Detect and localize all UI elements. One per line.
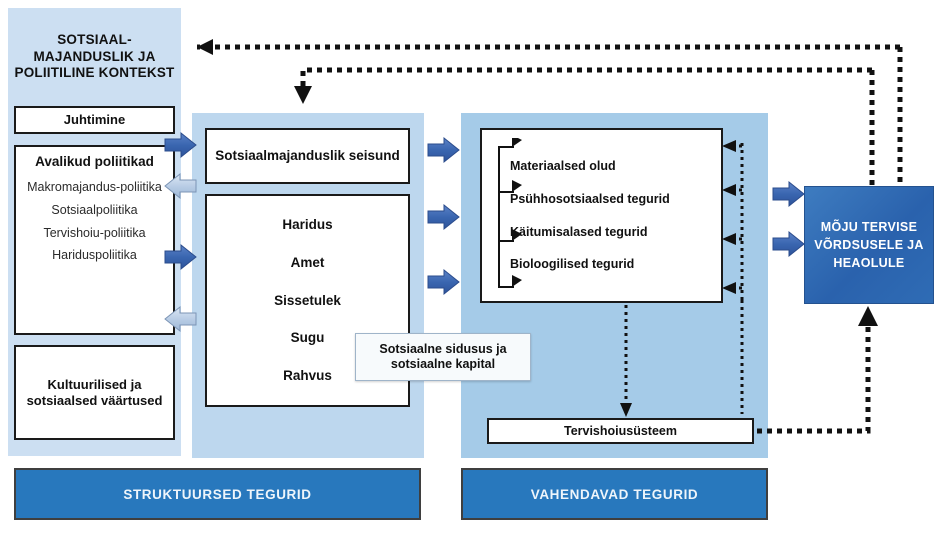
- arrow-right-governance-to-ses: [164, 131, 197, 159]
- mediator-psychosocial-factors: Psühhosotsiaalsed tegurid: [510, 191, 670, 206]
- arrow-right-ses-to-mediators-3: [427, 268, 460, 296]
- bracket-tick-2: [500, 191, 514, 193]
- box-cultural-social-values[interactable]: Kultuurilised ja sotsiaalsed väärtused: [14, 345, 175, 440]
- stratifier-ethnicity: Rahvus: [283, 368, 332, 384]
- stratifier-gender: Sugu: [290, 330, 325, 346]
- arrow-right-ses-to-mediators-1: [427, 136, 460, 164]
- box-intermediary-factors[interactable]: Materiaalsed olud Psühhosotsiaalsed tegu…: [480, 128, 723, 303]
- stratifier-occupation: Amet: [290, 254, 325, 270]
- policy-item-health: Tervishoiu-poliitika: [43, 225, 146, 240]
- arrow-left-ses-to-policies: [164, 172, 197, 200]
- box-social-cohesion-capital[interactable]: Sotsiaalne sidusus ja sotsiaalne kapital: [355, 333, 531, 381]
- box-impact-on-health-equity[interactable]: MÕJU TERVISE VÕRDSUSELE JA HEAOLULE: [804, 186, 934, 304]
- arrow-right-mediators-to-impact-2: [772, 230, 805, 258]
- policy-item-education: Hariduspoliitika: [52, 248, 137, 263]
- mediator-bracket: [498, 146, 516, 288]
- stratifier-education: Haridus: [282, 216, 333, 232]
- bracket-tick-3: [500, 240, 514, 242]
- mediator-bracket-arrowheads: [512, 138, 522, 287]
- arrow-left-ses-to-values: [164, 305, 197, 333]
- mediator-behavioural-factors: Käitumisalased tegurid: [510, 224, 648, 239]
- stratifier-income: Sissetulek: [274, 292, 341, 308]
- arrow-right-policies-to-ses: [164, 243, 197, 271]
- policy-item-social: Sotsiaalpoliitika: [51, 202, 138, 217]
- mediator-biological-factors: Bioloogilised tegurid: [510, 257, 635, 272]
- box-socioeconomic-position[interactable]: Sotsiaalmajanduslik seisund: [205, 128, 410, 184]
- arrow-right-ses-to-mediators-2: [427, 203, 460, 231]
- arrow-right-mediators-to-impact-1: [772, 180, 805, 208]
- box-public-policies[interactable]: Avalikud poliitikad Makromajandus-poliit…: [14, 145, 175, 335]
- bracket-tick-4: [500, 286, 514, 288]
- banner-structural-determinants: STRUKTUURSED TEGURID: [14, 468, 421, 520]
- mediator-material-circumstances: Materiaalsed olud: [510, 159, 616, 173]
- bracket-tick-1: [500, 146, 514, 148]
- context-title: SOTSIAAL-MAJANDUSLIK JA POLIITILINE KONT…: [14, 31, 175, 81]
- box-health-system[interactable]: Tervishoiusüsteem: [487, 418, 754, 444]
- box-governance[interactable]: Juhtimine: [14, 106, 175, 134]
- policy-item-macroeconomic: Makromajandus-poliitika: [27, 180, 162, 195]
- public-policies-header: Avalikud poliitikad: [35, 154, 154, 169]
- banner-intermediary-determinants: VAHENDAVAD TEGURID: [461, 468, 768, 520]
